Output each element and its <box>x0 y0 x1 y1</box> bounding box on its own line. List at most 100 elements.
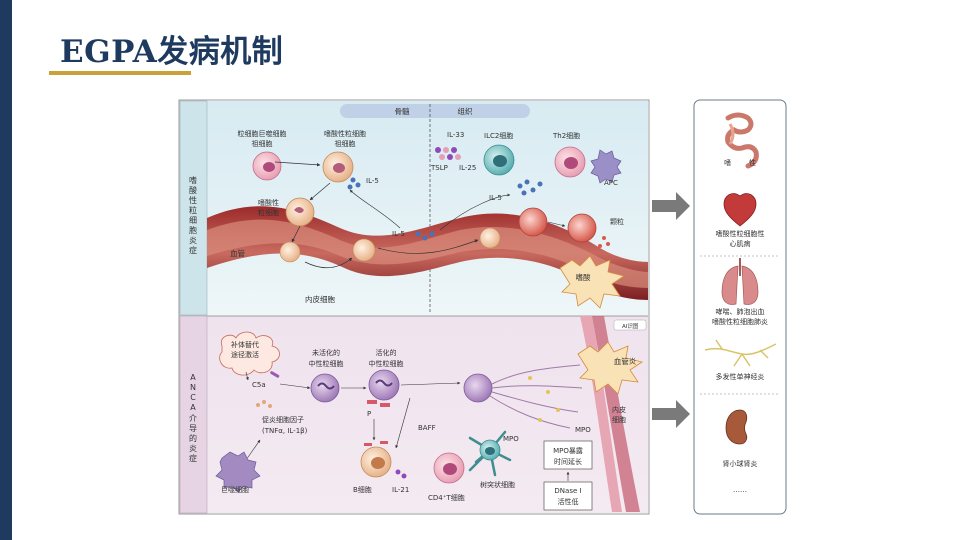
dendritic-label: 树突状细胞 <box>480 480 515 489</box>
ai-badge[interactable] <box>613 319 647 331</box>
macrophage-label: 巨噬细胞 <box>221 485 249 494</box>
cytokine-label: (TNFα, IL-1β) <box>262 427 308 435</box>
complement-label: 途径激活 <box>231 350 259 359</box>
bottom-side-char: A <box>190 373 196 382</box>
arrow-top <box>652 192 690 220</box>
mpo-exposure-label: 时间延长 <box>554 457 582 466</box>
activated-eosinophil <box>518 207 548 237</box>
title-underline <box>49 71 191 75</box>
mpo-exposure-box <box>543 440 593 470</box>
active-neutrophil <box>368 369 400 401</box>
dnase-label: 活性低 <box>558 497 579 506</box>
vessel-eosinophil <box>279 241 301 263</box>
eosinophil-label: 粒细胞 <box>258 208 279 217</box>
bone-tissue-header <box>340 104 530 118</box>
p-label: P <box>367 410 371 418</box>
mpo-label-b: MPO <box>575 426 591 434</box>
organ-label-line: 心肌病 <box>730 239 751 248</box>
lung-icon <box>721 258 759 305</box>
organ-lung: 哮喘、肺泡出血 嗜酸性粒细胞肺炎 <box>712 258 768 326</box>
il5-label-c: IL-5 <box>489 194 502 202</box>
ilc2-label: ILC2细胞 <box>484 131 513 140</box>
mpo-exposure-label: MPO暴露 <box>553 447 583 455</box>
dendritic-cell <box>468 430 512 477</box>
complement-cloud <box>219 331 280 376</box>
organ-label-line: 嗜酸性粒细胞肺炎 <box>712 317 768 326</box>
organ-intestine: 嗜 性 <box>724 112 759 169</box>
eos-progenitor-label: 祖细胞 <box>335 139 356 148</box>
gm-progenitor-label: 粒细胞巨噬细胞 <box>238 129 287 138</box>
organ-heart: 嗜酸性粒细胞性 心肌病 <box>716 193 765 248</box>
gm-progenitor-label: 祖细胞 <box>252 139 273 148</box>
b-cell-label: B细胞 <box>353 485 372 494</box>
active-neutrophil-label: 活化的 <box>376 348 397 357</box>
il33-label: IL-33 <box>447 131 464 139</box>
endothelium-label: 内皮细胞 <box>305 294 335 304</box>
top-side-char: 胞 <box>189 225 197 235</box>
organ-panel <box>693 99 787 515</box>
vessel-eosinophil <box>479 227 501 249</box>
apc-label: APC <box>604 179 618 187</box>
top-side-char: 酸 <box>189 185 197 195</box>
organ-label-line: 哮喘、肺泡出血 <box>716 307 765 316</box>
eos-progenitor-label: 嗜酸性粒细胞 <box>324 129 366 138</box>
mpo-label-a: MPO <box>503 435 519 443</box>
bottom-side-char: A <box>190 403 196 412</box>
eosinophil-inflammation-panel: 嗜 酸 性 粒 细 胞 炎 症 骨髓 组织 血管 内皮细胞 粒细胞巨噬细胞 祖细… <box>179 100 648 316</box>
top-side-char: 粒 <box>189 205 197 215</box>
organ-label: …… <box>733 486 747 494</box>
inactive-neutrophil-label: 未活化的 <box>312 348 340 357</box>
bottom-side-char: 症 <box>189 453 197 463</box>
tissue-label: 组织 <box>458 106 473 116</box>
vasculitis-label: 血管炎 <box>614 356 637 366</box>
vessel-eosinophil <box>352 238 376 262</box>
top-side-char: 细 <box>189 215 197 225</box>
inactive-neutrophil <box>310 373 340 403</box>
granule-label: 颗粒 <box>610 217 624 226</box>
vessel-lumen <box>207 219 648 288</box>
bottom-side-char: 的 <box>189 433 197 443</box>
top-side-char: 嗜 <box>189 175 197 185</box>
organ-label-line: 嗜酸性粒细胞性 <box>716 229 765 238</box>
il25-label: IL-25 <box>459 164 476 172</box>
il5-label-a: IL-5 <box>366 177 379 185</box>
slide-title: EGPA发病机制 <box>60 34 284 70</box>
bottom-side-char: 炎 <box>189 444 197 453</box>
top-side-char: 炎 <box>189 236 197 245</box>
heart-icon <box>723 193 757 227</box>
complement-label: 补体替代 <box>231 340 259 349</box>
organ-label: 肾小球肾炎 <box>723 459 758 468</box>
c5a-label: C5a <box>252 381 266 389</box>
kidney-icon <box>725 409 748 445</box>
eosinophil-label: 嗜酸性 <box>258 198 279 207</box>
nerve-icon <box>704 339 777 367</box>
bone-marrow-label: 骨髓 <box>395 106 410 116</box>
top-side-label: 嗜 酸 性 粒 细 胞 炎 症 <box>189 175 197 255</box>
th2-label: Th2细胞 <box>552 131 580 140</box>
bottom-side-char: 介 <box>189 414 197 423</box>
il21-label: IL-21 <box>392 486 409 494</box>
bottom-side-char: C <box>190 393 196 402</box>
endothelium-label-bottom: 细胞 <box>612 415 626 424</box>
top-side-char: 性 <box>189 195 197 205</box>
top-side-char: 症 <box>189 245 197 255</box>
bottom-side-char: N <box>190 383 196 392</box>
activated-eosinophil <box>567 213 597 243</box>
baff-label: BAFF <box>418 424 436 432</box>
eos-burst <box>559 255 625 309</box>
organ-kidney: 肾小球肾炎 …… <box>723 409 758 494</box>
cd4-t-label: CD4⁺T细胞 <box>428 493 465 502</box>
tslp-label: TSLP <box>430 164 448 172</box>
organ-label: 嗜 性 <box>724 158 756 167</box>
vasculitis-burst <box>577 341 643 395</box>
active-neutrophil-label: 中性粒细胞 <box>369 359 404 368</box>
ai-badge-label: AI识图 <box>622 322 639 330</box>
vessel-label: 血管 <box>230 248 245 258</box>
inactive-neutrophil-label: 中性粒细胞 <box>309 359 344 368</box>
eos-burst-label: 嗜酸 <box>576 272 591 282</box>
macrophage-cell <box>215 451 261 493</box>
apc-cell <box>590 149 622 184</box>
cytokine-label: 促炎细胞因子 <box>262 415 304 424</box>
dnase-label: DNase I <box>554 487 581 495</box>
